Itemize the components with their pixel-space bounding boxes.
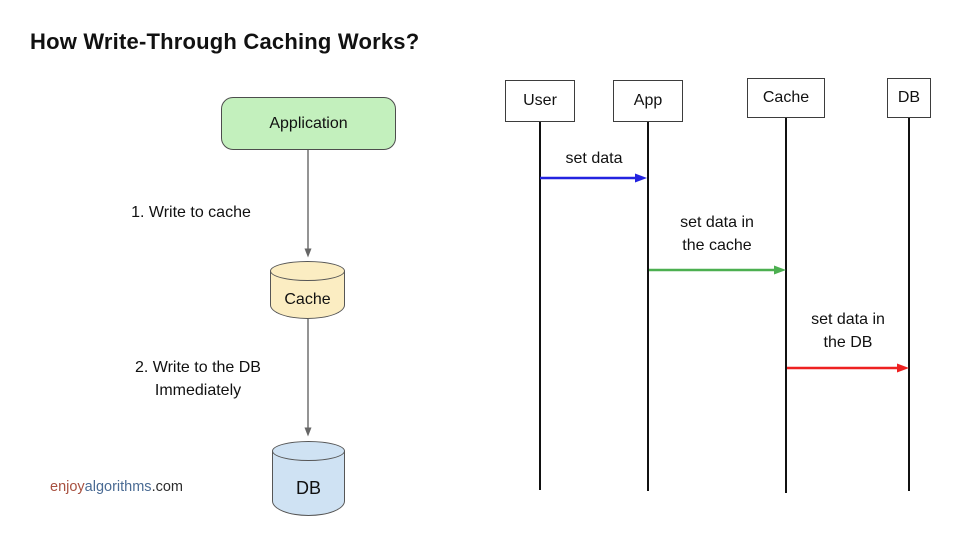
actor-box-cache: Cache	[747, 78, 825, 118]
db-cylinder-body	[272, 451, 345, 516]
step1-label: 1. Write to cache	[131, 204, 251, 221]
actor-box-user: User	[505, 80, 575, 122]
application-node: Application	[221, 97, 396, 150]
cache-node-label: Cache	[284, 291, 331, 308]
cache-cylinder-node: Cache	[270, 261, 345, 319]
actor-label-app: App	[633, 92, 663, 109]
actor-box-db: DB	[887, 78, 931, 118]
db-node-label: DB	[295, 478, 321, 498]
actor-label-db: DB	[897, 89, 921, 106]
db-cylinder-node: DB	[272, 441, 345, 516]
brand-part-enjoy: enjoy	[50, 479, 85, 495]
message-label-set-data-db: set data in the DB	[811, 311, 885, 351]
cache-cylinder-top	[270, 261, 345, 281]
brand-watermark: enjoyalgorithms.com	[50, 479, 183, 495]
brand-part-com: .com	[151, 479, 183, 495]
brand-part-algorithms: algorithms	[84, 479, 152, 495]
db-cylinder-top	[272, 441, 345, 461]
actor-label-user: User	[523, 92, 557, 109]
page-title: How Write-Through Caching Works?	[30, 29, 420, 54]
actor-label-cache: Cache	[762, 89, 810, 106]
actor-box-app: App	[613, 80, 683, 122]
message-label-set-data-cache: set data in the cache	[680, 214, 754, 254]
message-label-set-data: set data	[565, 150, 623, 167]
step2-label: 2. Write to the DB Immediately	[135, 359, 261, 399]
application-node-label: Application	[269, 114, 348, 132]
